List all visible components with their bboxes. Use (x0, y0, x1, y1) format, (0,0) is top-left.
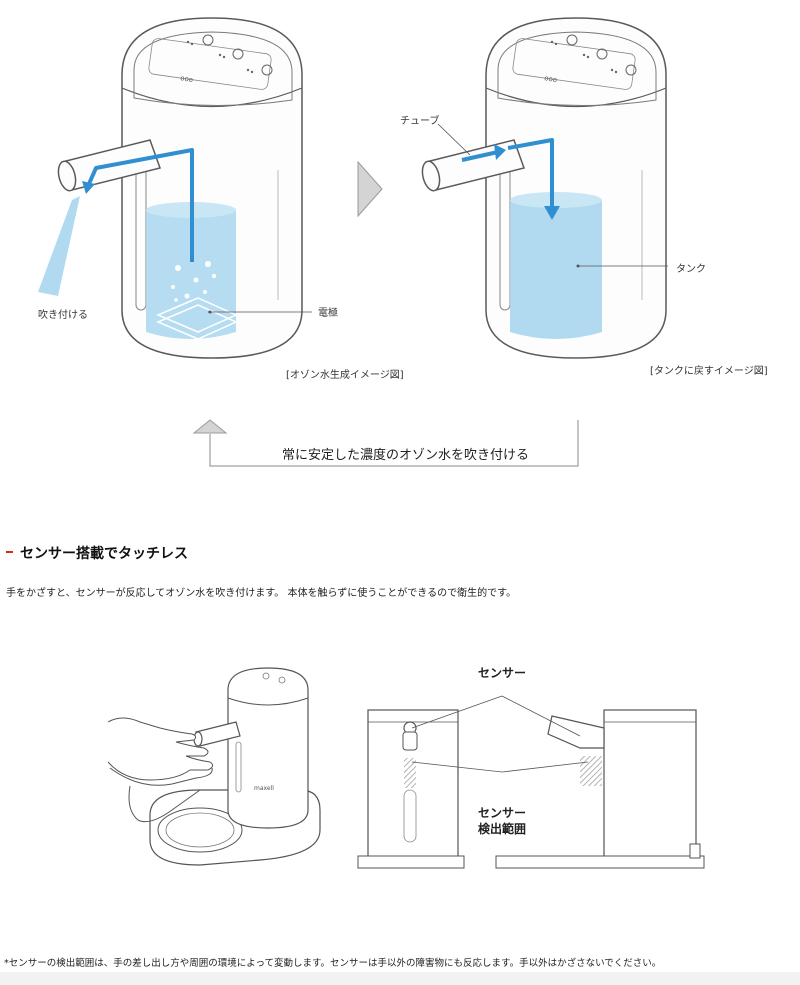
sensor-front-view (357, 709, 465, 869)
sensor-label: センサー (477, 666, 526, 680)
sensor-diagrams: maxell (107, 667, 705, 869)
section-body: 手をかざすと、センサーが反応してオゾン水を吹き付けます。 本体を触らずに使うこと… (6, 588, 517, 599)
spray-label: 吹き付ける (38, 310, 88, 321)
footnote: *センサーの検出範囲は、手の差し出し方や周囲の環境によって変動します。センサーは… (4, 958, 662, 969)
tank-caption: [タンクに戻すイメージ図] (650, 366, 768, 377)
svg-text:maxell: maxell (254, 785, 274, 792)
svg-text:ooo: ooo (544, 74, 558, 84)
device-tank: ooo (421, 17, 668, 359)
tank-label: タンク (676, 264, 706, 275)
device-ozone: ooo (38, 17, 312, 359)
next-arrow-icon (357, 160, 383, 218)
bottom-bar (0, 972, 800, 985)
sensor-side-view (495, 709, 705, 869)
section-title: センサー搭載でタッチレス (20, 546, 188, 562)
ozone-diagrams: ooo (38, 17, 668, 467)
tube-label: チューブ (400, 116, 440, 127)
flow-loop (192, 419, 579, 467)
device-with-tray: maxell (107, 667, 321, 866)
sensor-leader-lines (411, 695, 589, 773)
electrode-label: 電極 (318, 308, 338, 319)
ozone-caption: [オゾン水生成イメージ図] (286, 370, 404, 381)
svg-text:ooo: ooo (180, 74, 194, 84)
sensor-range-label-line1: センサー (477, 806, 526, 820)
section-marker (6, 551, 13, 553)
flow-text: 常に安定した濃度のオゾン水を吹き付ける (282, 448, 530, 463)
sensor-range-label-line2: 検出範囲 (477, 822, 526, 836)
